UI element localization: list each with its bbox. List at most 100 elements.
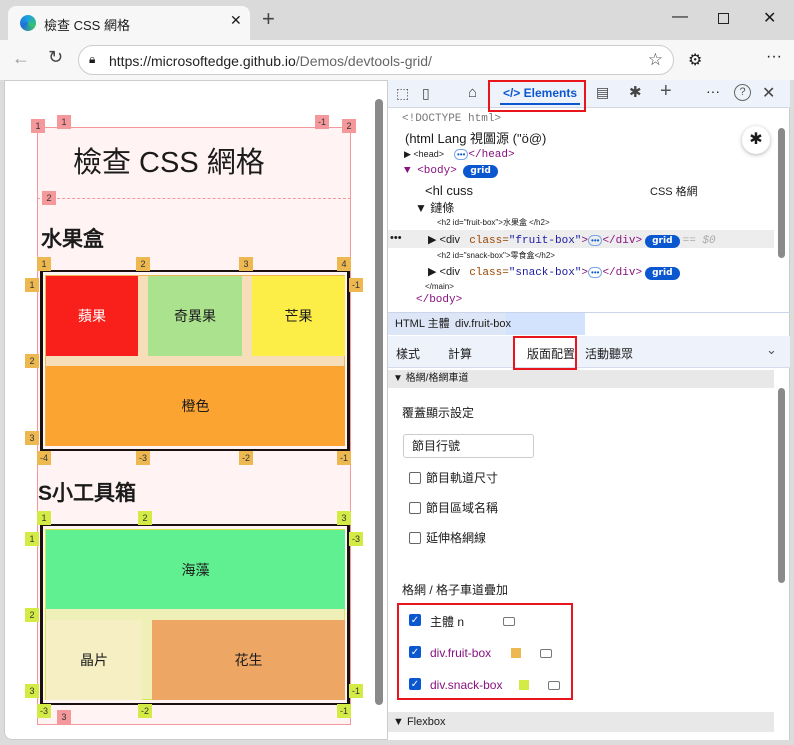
welcome-home-icon[interactable]: ⌂ <box>468 84 478 101</box>
dom-main-node[interactable]: ▼ 鏈條 <box>415 201 455 215</box>
overlay-select[interactable]: 節目行號 <box>403 434 534 458</box>
dom-scrollbar[interactable] <box>778 128 785 258</box>
close-devtools-icon[interactable]: ✕ <box>762 85 776 102</box>
snack-row-badge: 3 <box>25 684 39 698</box>
subtab-computed[interactable]: 計算 <box>448 347 473 361</box>
refresh-icon[interactable]: ↻ <box>48 47 64 67</box>
snack-box-grid: 海藻 晶片 花生 <box>40 524 350 705</box>
devtools-panel: ⬚ ▯ ⌂ </> Elements ▤ ✱ + ··· ? ✕ <!DOCTY… <box>388 80 790 740</box>
snack-cell-peanuts: 花生 <box>152 620 345 700</box>
dom-h2-fruit[interactable]: <h2 id="fruit-box">水果盒 </h2> <box>437 218 550 227</box>
grid-badge: grid <box>645 235 680 248</box>
checkbox-area-names[interactable] <box>409 502 421 514</box>
dom-snack-div[interactable]: ▶ <div class="snack-box">•••</div> grid <box>428 265 680 280</box>
dom-h2-snack[interactable]: <h2 id="snack-box">零食盒</h2> <box>437 251 555 260</box>
devtools-toolbar <box>388 80 790 108</box>
help-icon[interactable]: ? <box>734 84 751 101</box>
page-viewport: 1 1 -1 2 2 3 檢查 CSS 網格 水果盒 蘋果 奇異果 芒果 橙色 … <box>4 80 388 740</box>
elements-code-icon: </> <box>502 86 521 100</box>
overlay-settings-heading: 覆蓋顯示設定 <box>402 406 475 420</box>
snack-row-badge: -1 <box>349 684 363 698</box>
fruit-cell-kiwi: 奇異果 <box>148 276 242 356</box>
dom-fruit-div[interactable]: ▶ <div class="fruit-box">•••</div> grid … <box>428 234 716 248</box>
fruit-col-badge: 1 <box>37 257 51 271</box>
fruit-row-badge: -1 <box>349 278 363 292</box>
ellipsis-icon: ••• <box>453 149 469 160</box>
devtools-more-icon[interactable]: ··· <box>706 83 720 99</box>
row-more-icon[interactable]: ••• <box>390 232 402 244</box>
snack-col-badge: -3 <box>37 704 51 718</box>
snack-col-badge: 2 <box>138 511 152 525</box>
close-window-icon[interactable]: ✕ <box>763 10 777 27</box>
back-icon[interactable]: ← <box>12 48 30 68</box>
snack-box-heading: S小工具箱 <box>38 482 137 505</box>
fruit-row-badge: 3 <box>25 431 39 445</box>
fruit-cell-mango: 芒果 <box>252 276 345 356</box>
inspect-icon[interactable]: ⬚ <box>396 85 410 101</box>
fruit-row-badge: 1 <box>25 278 39 292</box>
browser-tab[interactable]: 檢查 CSS 網格 ✕ <box>8 6 250 40</box>
overlays-highlight <box>397 603 573 700</box>
checkbox-body-overlay[interactable]: ✓ <box>409 614 421 626</box>
checkbox-extend-lines[interactable] <box>409 532 421 544</box>
checkbox-track-sizes[interactable] <box>409 472 421 484</box>
console-icon[interactable]: ▤ <box>596 84 610 100</box>
fruit-cell-orange: 橙色 <box>46 366 345 446</box>
breadcrumb-fruit-box[interactable]: div.fruit-box <box>455 318 512 330</box>
option-label: 延伸格網線 <box>426 531 487 545</box>
page-scrollbar[interactable] <box>375 99 383 705</box>
dom-body-node[interactable]: ▼ <body> grid <box>404 165 498 178</box>
dom-h1-text: CSS 格網 <box>650 186 698 198</box>
overlay-label-fruit-box: div.fruit-box <box>430 646 492 660</box>
subtab-layout[interactable]: 版面配置 <box>527 347 576 361</box>
fruit-col-badge: 3 <box>239 257 253 271</box>
dom-head-node[interactable]: ▶ <head> •••</head> <box>404 149 515 161</box>
dom-tree: <!DOCTYPE html> (html Lang 視圖源 ("ö@) ▶ <… <box>388 110 776 311</box>
accessibility-icon[interactable]: ✱ <box>742 126 770 154</box>
highlight-element-icon[interactable] <box>540 649 552 658</box>
maximize-icon[interactable] <box>718 13 729 24</box>
minimize-icon[interactable]: — <box>672 8 688 25</box>
breadcrumb: HTML 主體 div.fruit-box <box>388 312 790 335</box>
body-badge: 1 <box>31 119 45 133</box>
address-bar[interactable]: 🔒︎ https://microsoftedge.github.io/Demos… <box>78 45 674 75</box>
snack-cell-chips: 晶片 <box>46 620 142 700</box>
snack-row-badge: 2 <box>25 608 39 622</box>
grid-section-header[interactable]: ▼ 格網/格網車道 <box>388 370 774 388</box>
grid-badge[interactable]: grid <box>463 165 498 178</box>
checkbox-snack-box-overlay[interactable]: ✓ <box>409 678 421 690</box>
dom-body-close[interactable]: </body> <box>416 294 463 306</box>
snack-box-color-swatch[interactable] <box>519 680 529 690</box>
fruit-box-color-swatch[interactable] <box>511 648 521 658</box>
highlight-element-icon[interactable] <box>548 681 560 690</box>
subtab-event-listeners[interactable]: 活動聽眾 <box>585 347 634 361</box>
tab-elements[interactable]: </> Elements <box>500 83 580 105</box>
page-title: 檢查 CSS 網格 <box>73 147 265 179</box>
dom-main-close[interactable]: </main> <box>425 282 454 291</box>
debugger-bug-icon[interactable]: ✱ <box>629 84 642 101</box>
more-menu-icon[interactable]: ··· <box>766 48 782 65</box>
dom-h1-node[interactable]: <hl cuss <box>425 183 474 198</box>
snack-col-badge: -2 <box>138 704 152 718</box>
dom-doctype: <!DOCTYPE html> <box>402 113 502 125</box>
layout-scrollbar[interactable] <box>778 388 785 583</box>
close-tab-icon[interactable]: ✕ <box>230 12 242 28</box>
more-tools-plus-icon[interactable]: + <box>660 80 672 102</box>
subtabs-bar: 樣式 計算 版面配置 活動聽眾 ⌄ <box>388 336 790 368</box>
edge-icon <box>20 15 36 31</box>
highlight-element-icon[interactable] <box>503 617 515 626</box>
breadcrumb-html-body[interactable]: HTML 主體 <box>395 318 450 330</box>
fruit-col-badge: 2 <box>136 257 150 271</box>
extensions-icon[interactable]: ⚙ <box>688 52 703 69</box>
lock-icon: 🔒︎ <box>89 52 96 66</box>
dom-html-line[interactable]: (html Lang 視圖源 ("ö@) <box>405 131 547 146</box>
fruit-col-badge: -2 <box>239 451 253 465</box>
flexbox-section-header[interactable]: ▼ Flexbox <box>388 712 774 732</box>
checkbox-fruit-box-overlay[interactable]: ✓ <box>409 646 421 658</box>
subtab-styles[interactable]: 樣式 <box>396 347 421 361</box>
device-emulation-icon[interactable]: ▯ <box>422 85 430 101</box>
fruit-box-heading: 水果盒 <box>41 228 104 251</box>
favorite-star-icon[interactable]: ☆ <box>647 50 663 69</box>
new-tab-icon[interactable]: + <box>262 6 275 31</box>
chevron-down-icon[interactable]: ⌄ <box>766 342 777 357</box>
